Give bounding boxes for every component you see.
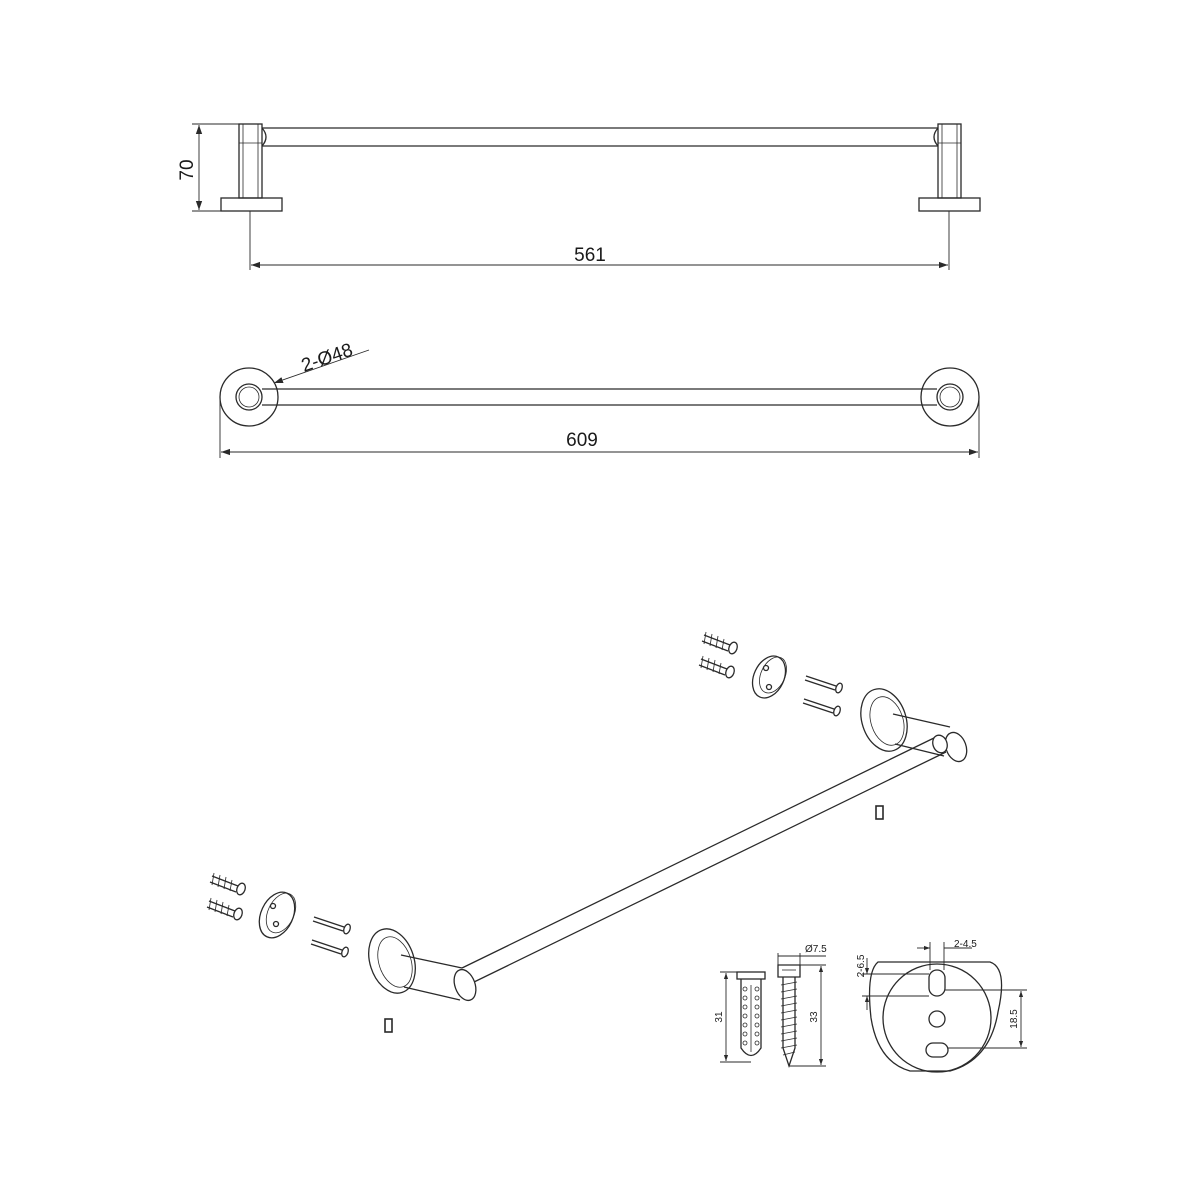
overall-dimension-label: 609 (566, 430, 598, 451)
wall-anchor (209, 872, 246, 896)
anchor-length-label: 31 (714, 1011, 725, 1023)
slot-width-label: 2-4.5 (954, 939, 977, 950)
screw (312, 916, 351, 935)
exploded-view (206, 631, 968, 1033)
top-view: 2-Ø48 609 (219, 340, 980, 458)
towel-bar-front (261, 127, 939, 147)
flange-diameter-label: 2-Ø48 (299, 340, 356, 377)
screw-detail: 33 Ø7.5 (777, 944, 827, 1069)
set-screw-left (384, 1018, 393, 1033)
mounting-plate (751, 655, 787, 699)
mounting-plate (258, 891, 297, 939)
screw-length-label: 33 (809, 1011, 820, 1023)
anchor-detail: 31 (714, 971, 766, 1063)
set-screw-right (875, 805, 884, 820)
towel-bar-iso (461, 736, 947, 984)
plate-detail: 2-4.5 2-6.5 18.5 (856, 939, 1027, 1073)
left-flange (219, 367, 279, 427)
height-dimension-label: 70 (177, 159, 198, 180)
overall-dimension: 609 (219, 397, 980, 458)
slot-height-label: 2-6.5 (856, 954, 867, 977)
span-dimension-label: 561 (574, 245, 606, 266)
screw (804, 675, 843, 694)
flange-diameter-callout: 2-Ø48 (273, 340, 370, 384)
right-mount (860, 688, 968, 820)
span-dimension: 561 (249, 211, 950, 270)
screw (310, 939, 349, 958)
screw-diameter-label: Ø7.5 (805, 944, 827, 955)
right-post (918, 123, 981, 212)
details: 31 33 Ø7.5 (714, 939, 1027, 1073)
height-dimension: 70 (177, 123, 239, 212)
wall-anchor (701, 631, 738, 655)
left-mount (368, 928, 477, 1033)
left-post (220, 123, 283, 212)
towel-bar-top (262, 388, 937, 406)
hardware-lower (206, 872, 351, 958)
wall-anchor (206, 897, 243, 921)
screw (802, 698, 841, 717)
wall-anchor (698, 655, 735, 679)
front-view: 70 561 (177, 123, 981, 270)
hole-spacing-label: 18.5 (1009, 1009, 1020, 1029)
hardware-upper (698, 631, 843, 717)
right-flange (920, 367, 980, 427)
